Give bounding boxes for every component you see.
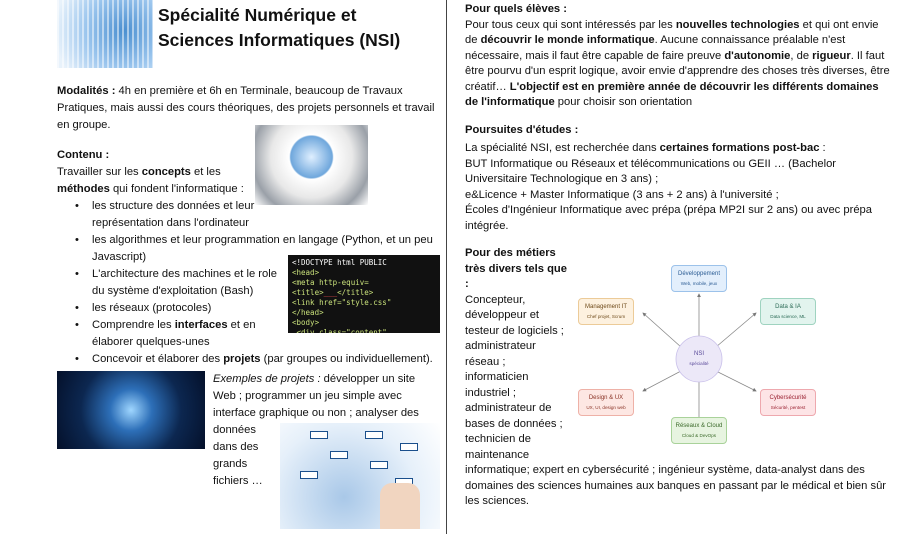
metiers-text: Concepteur, développeur et testeur de lo…: [465, 293, 564, 446]
diagram-center-circle: [675, 335, 723, 383]
text: concepts: [141, 166, 191, 178]
poursuites-intro: La spécialité NSI, est recherchée dans c…: [465, 141, 890, 157]
node-title: Réseaux & Cloud: [675, 423, 723, 429]
list-item: L'architecture des machines et le role d…: [57, 266, 440, 300]
text: . Il faut être pourvu d'un esprit logiqu…: [465, 49, 890, 93]
text: :: [819, 142, 826, 154]
page-title: Spécialité Numérique et Sciences Informa…: [158, 5, 401, 50]
center-title: NSI: [693, 351, 704, 357]
contenu-label: Contenu :: [57, 149, 110, 161]
node-title: Design & UX: [588, 395, 624, 401]
node-sub: Chef projet, Scrum: [586, 314, 626, 319]
poursuites-line: BUT Informatique ou Réseaux et télécommu…: [465, 157, 837, 186]
text: qui fondent l'informatique :: [109, 183, 244, 195]
flowchart-hand-image: [280, 423, 440, 529]
left-column: Modalités : 4h en première et 6h en Term…: [57, 83, 440, 529]
text: certaines formations post-bac: [659, 142, 820, 154]
text: , de: [790, 49, 813, 62]
column-divider: [446, 0, 447, 534]
right-column: Pour quels élèves : Pour tous ceux qui s…: [465, 2, 890, 510]
list-item: les algorithmes et leur programmation en…: [57, 232, 440, 266]
processor-chip-image: [57, 371, 205, 449]
text: et qui ont envie de: [465, 18, 879, 47]
node-title: Développement: [677, 271, 721, 277]
center-sub: spécialité: [689, 361, 709, 366]
list-item: les réseaux (protocoles): [57, 300, 440, 317]
text: . Aucune connaissance préalable n'est né…: [465, 34, 846, 62]
modalites-text: 4h en première et 6h en Terminale, beauc…: [57, 85, 435, 131]
text: découvrir le monde informatique: [480, 34, 655, 46]
eleves-paragraph: Pour tous ceux qui sont intéressés par l…: [465, 18, 890, 111]
poursuites-section: Poursuites d'études : La spécialité NSI,…: [465, 123, 890, 235]
text: pour choisir son orientation: [554, 96, 693, 108]
node-sub: Sécurité, pentest: [770, 405, 806, 410]
globe-network-image: [255, 125, 368, 205]
metiers-text-continued: maintenance informatique; expert en cybe…: [465, 448, 887, 508]
metiers-label: Pour des métiers très divers tels que :: [465, 247, 567, 290]
contenu-section: Contenu : Travailler sur les concepts et…: [57, 147, 257, 198]
text: projets: [223, 353, 261, 365]
examples-label: Exemples de projets :: [213, 373, 321, 385]
node-sub: UX, UI, design web: [586, 405, 626, 410]
examples-section: Exemples de projets : développer un site…: [57, 371, 440, 529]
examples-paragraph: Exemples de projets : développer un site…: [213, 371, 440, 490]
poursuites-label: Poursuites d'études :: [465, 123, 579, 136]
poursuites-line: e&Licence + Master Informatique (3 ans +…: [465, 188, 779, 201]
diagram-node: Management IT Chef projet, Scrum: [578, 298, 634, 325]
node-title: Data & IA: [775, 304, 801, 310]
diagram-center: NSI spécialité: [676, 350, 722, 368]
node-title: Management IT: [584, 304, 628, 310]
text: La spécialité NSI, est recherchée dans: [465, 142, 660, 154]
text: rigueur: [812, 49, 851, 62]
text: L'objectif est en première année de déco…: [465, 80, 879, 109]
diagram-node: Data & IA Data science, ML: [760, 298, 816, 325]
binary-face-image: [57, 0, 153, 68]
text: d'autonomie: [724, 49, 791, 62]
diagram-node: Design & UX UX, UI, design web: [578, 389, 634, 416]
text: et les: [190, 166, 221, 178]
examples-wrap: Exemples de projets : développer un site…: [213, 371, 440, 529]
eleves-label: Pour quels élèves :: [465, 3, 567, 15]
list-item: les structure des données et leur représ…: [57, 198, 290, 232]
metiers-paragraph: Concepteur, développeur et testeur de lo…: [465, 293, 890, 510]
poursuites-line: Écoles d'Ingénieur Informatique avec pré…: [465, 204, 872, 232]
text: interfaces: [174, 319, 228, 331]
text: méthodes: [57, 183, 110, 195]
list-item: Concevoir et élaborer des projets (par g…: [57, 351, 440, 368]
contenu-list: <!DOCTYPE html PUBLIC<head><meta http-eq…: [57, 198, 440, 368]
text: (par groupes ou individuellement).: [260, 353, 433, 365]
text: et en élaborer quelques-unes: [92, 319, 256, 348]
node-title: Cybersécurité: [769, 395, 807, 401]
diagram-arrows: [642, 293, 757, 422]
examples-text: développer un site Web ; programmer un j…: [213, 373, 419, 487]
text: Travailler sur les: [57, 166, 142, 178]
modalites-paragraph: Modalités : 4h en première et 6h en Term…: [57, 83, 440, 134]
text: Comprendre les: [92, 319, 175, 331]
text: Pour tous ceux qui sont intéressés par l…: [465, 18, 676, 31]
eleves-section: Pour quels élèves : Pour tous ceux qui s…: [465, 2, 890, 111]
text: nouvelles technologies: [675, 18, 800, 31]
text: Concevoir et élaborer des: [92, 353, 224, 365]
node-sub: Web, mobile, jeux: [680, 281, 718, 286]
node-sub: Cloud & DevOps: [681, 433, 717, 438]
modalites-label: Modalités :: [57, 85, 116, 97]
list-item: Comprendre les interfaces et en élaborer…: [57, 317, 440, 351]
node-sub: Data science, ML: [770, 314, 806, 319]
